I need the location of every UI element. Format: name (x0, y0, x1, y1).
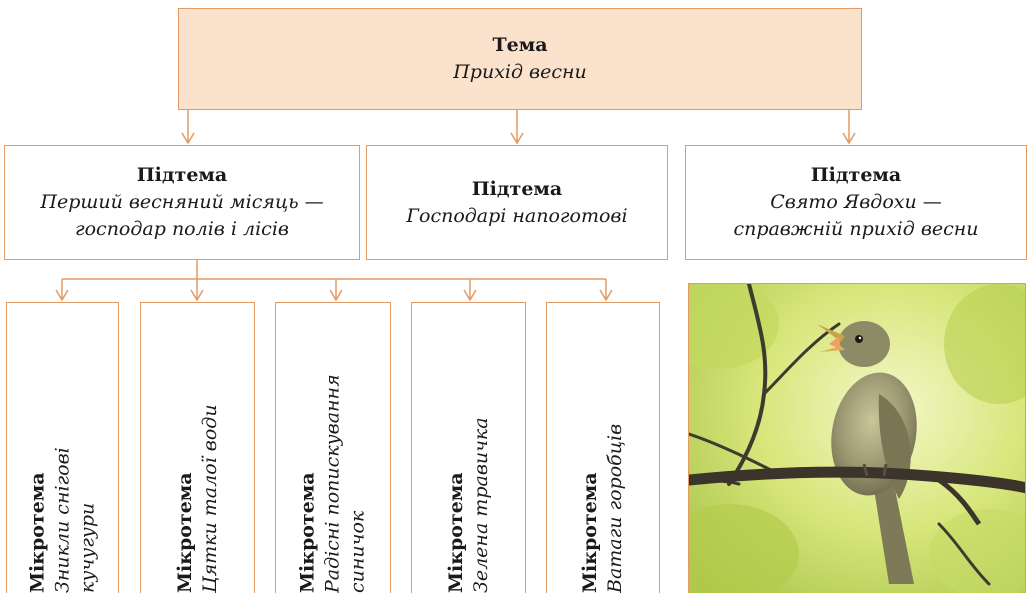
microtopic-label: Мікротема (296, 472, 319, 593)
microtopic-text-line1: Радісні попискування (321, 374, 344, 593)
microtopic-label: Мікротема (444, 472, 467, 593)
subtopic-box-2: Підтема Господарі напоготові (366, 145, 668, 260)
microtopic-text-line1: Зелена травичка (469, 417, 492, 593)
theme-label: Тема (492, 34, 548, 56)
microtopic-label: Мікротема (26, 472, 48, 593)
microtopic-label: Мікротема (173, 472, 196, 593)
subtopic-text-line1: Свято Явдохи — (770, 191, 942, 213)
nightingale-photo (688, 283, 1026, 593)
theme-box: Тема Прихід весни (178, 8, 862, 110)
microtopic-text-line1: Цятки талої води (198, 404, 221, 593)
subtopic-text-line2: справжній прихід весни (733, 218, 979, 240)
subtopic-text-line2: господар полів і лісів (75, 218, 289, 240)
subtopic-label: Підтема (136, 164, 228, 186)
subtopic-text-line1: Господарі напоготові (406, 204, 628, 227)
microtopic-box-1: Мікротема Зникли снігові кучугури (6, 302, 119, 593)
microtopic-text-line1: Зникли снігові (51, 447, 73, 593)
bird-illustration (689, 284, 1025, 593)
microtopic-text-line1: Ватаги горобців (604, 423, 626, 593)
microtopic-text-line2: кучугури (76, 502, 98, 593)
microtopic-label: Мікротема (579, 472, 601, 593)
microtopic-box-3: Мікротема Радісні попискування синичок (275, 302, 391, 593)
microtopic-box-2: Мікротема Цятки талої води (140, 302, 255, 593)
theme-text: Прихід весни (453, 61, 587, 83)
subtopic-label: Підтема (810, 164, 902, 186)
subtopic-text-line1: Перший весняний місяць — (40, 191, 324, 213)
subtopic-label: Підтема (471, 177, 563, 200)
subtopic-box-1: Підтема Перший весняний місяць — господа… (4, 145, 360, 260)
subtopic-box-3: Підтема Свято Явдохи — справжній прихід … (685, 145, 1027, 260)
microtopic-box-4: Мікротема Зелена травичка (411, 302, 526, 593)
microtopic-text-line2: синичок (346, 510, 369, 593)
microtopic-box-5: Мікротема Ватаги горобців (546, 302, 660, 593)
